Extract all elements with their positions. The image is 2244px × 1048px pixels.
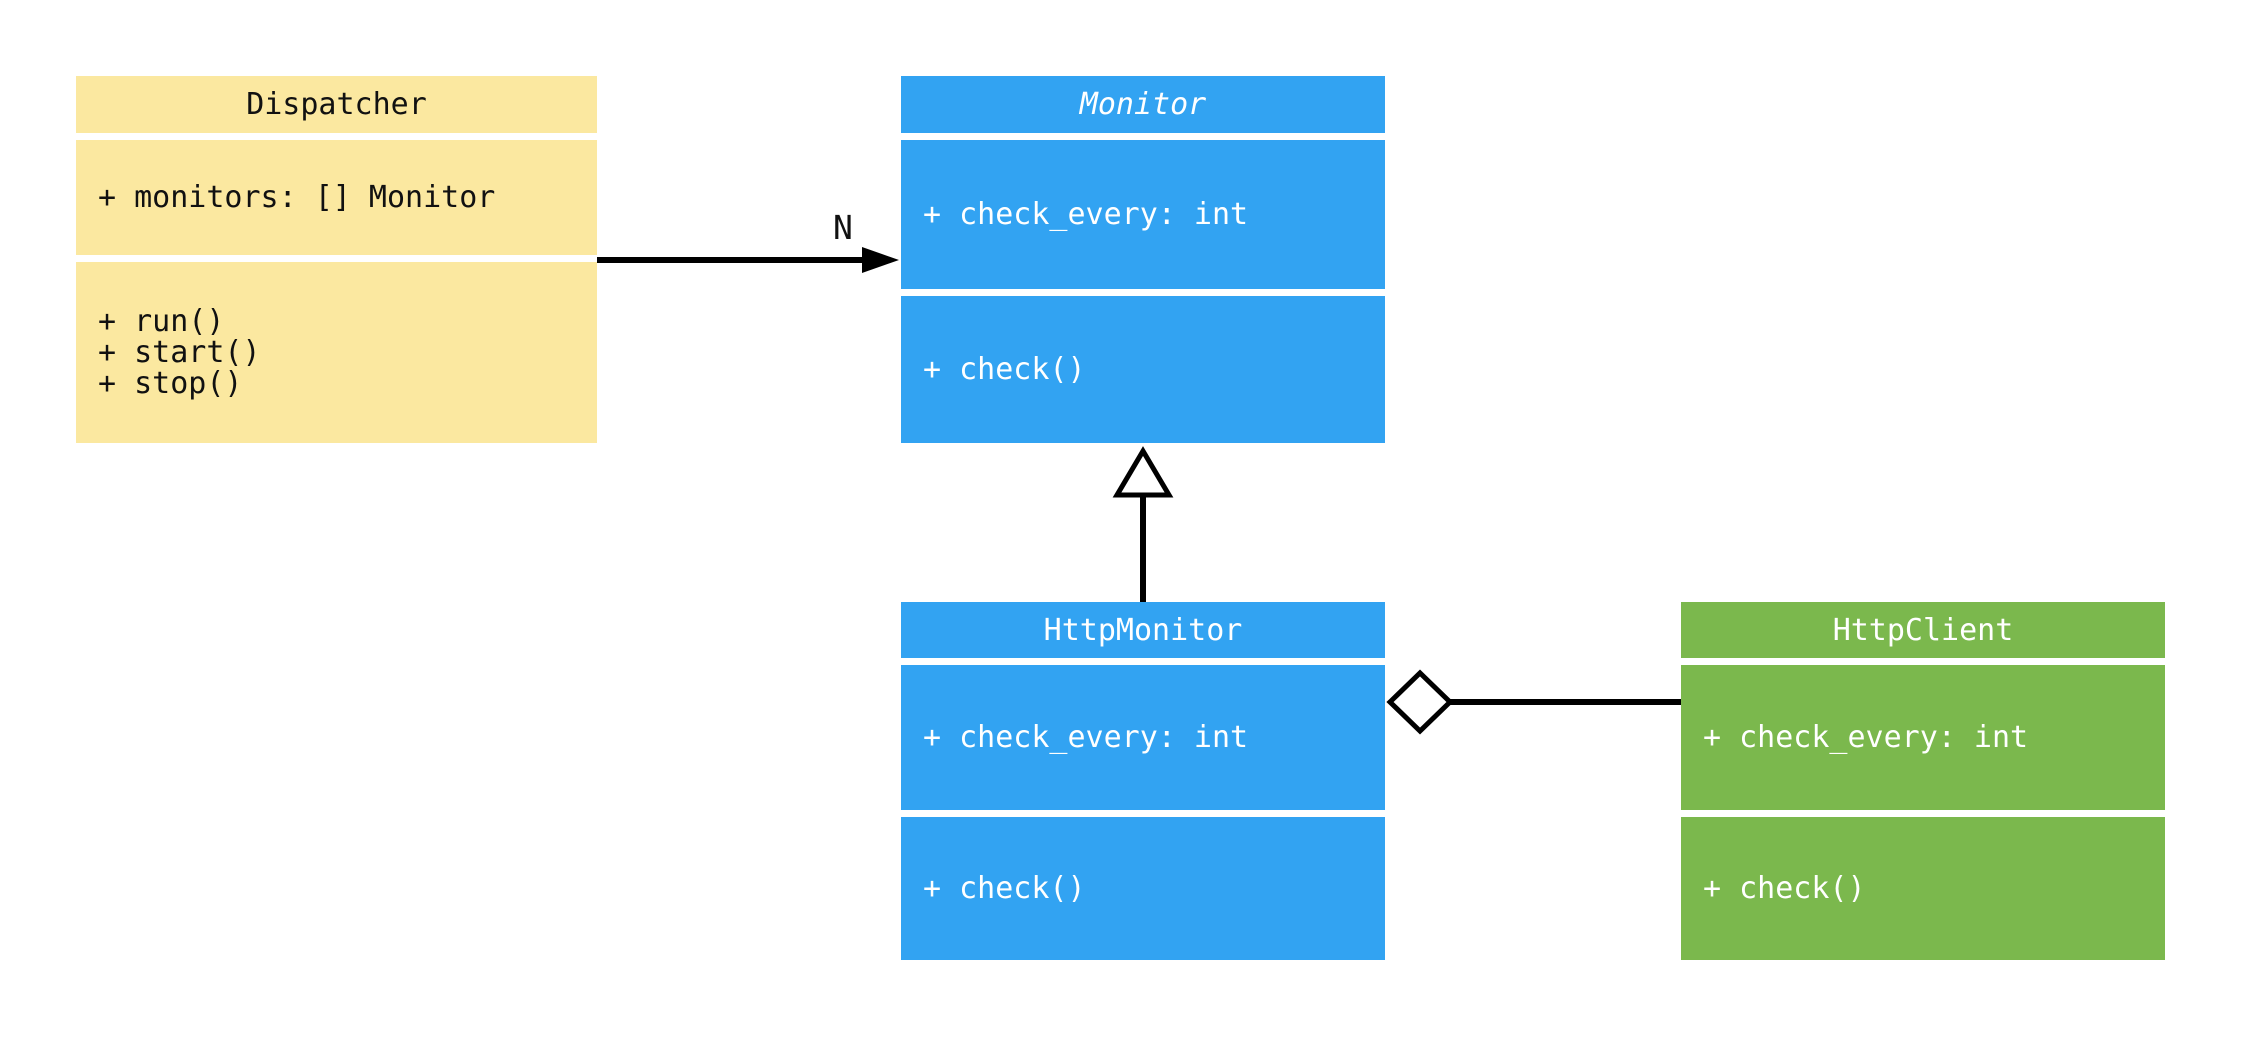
attributes-compartment-http-client: + check_every: int: [1681, 665, 2165, 810]
method-row: + check(): [923, 352, 1086, 387]
class-title-dispatcher: Dispatcher: [76, 76, 597, 133]
class-name-label: Monitor: [1079, 87, 1207, 122]
class-name-label: HttpMonitor: [1043, 612, 1243, 648]
class-title-monitor: Monitor: [901, 76, 1385, 133]
class-name-label: HttpClient: [1832, 612, 2014, 648]
association-arrowhead-icon: [862, 247, 899, 273]
methods-compartment-http-client: + check(): [1681, 817, 2165, 960]
class-box-dispatcher: Dispatcher + monitors: [] Monitor + run(…: [76, 76, 597, 443]
association-multiplicity-label: N: [833, 208, 853, 247]
attribute-row: + check_every: int: [923, 197, 1249, 232]
method-row: + check(): [1703, 871, 1866, 906]
method-row: + stop(): [98, 366, 243, 401]
attribute-row: + check_every: int: [1703, 720, 2029, 755]
class-name-label: Dispatcher: [246, 87, 427, 122]
methods-compartment-http-monitor: + check(): [901, 817, 1385, 960]
attribute-row: + check_every: int: [923, 720, 1249, 755]
attributes-compartment-monitor: + check_every: int: [901, 140, 1385, 289]
attributes-compartment-http-monitor: + check_every: int: [901, 665, 1385, 810]
inheritance-triangle-icon: [1112, 446, 1174, 498]
attribute-row: + monitors: [] Monitor: [98, 180, 496, 215]
method-row: + start(): [98, 335, 261, 370]
class-title-http-monitor: HttpMonitor: [901, 602, 1385, 658]
method-row: + run(): [98, 304, 225, 339]
class-box-monitor: Monitor + check_every: int + check(): [901, 76, 1385, 443]
class-box-http-monitor: HttpMonitor + check_every: int + check(): [901, 602, 1385, 960]
attributes-compartment-dispatcher: + monitors: [] Monitor: [76, 140, 597, 255]
aggregation-diamond-icon: [1386, 669, 1454, 735]
method-row: + check(): [923, 871, 1086, 906]
class-box-http-client: HttpClient + check_every: int + check(): [1681, 602, 2165, 960]
class-title-http-client: HttpClient: [1681, 602, 2165, 658]
methods-compartment-dispatcher: + run() + start() + stop(): [76, 262, 597, 443]
methods-compartment-monitor: + check(): [901, 296, 1385, 443]
